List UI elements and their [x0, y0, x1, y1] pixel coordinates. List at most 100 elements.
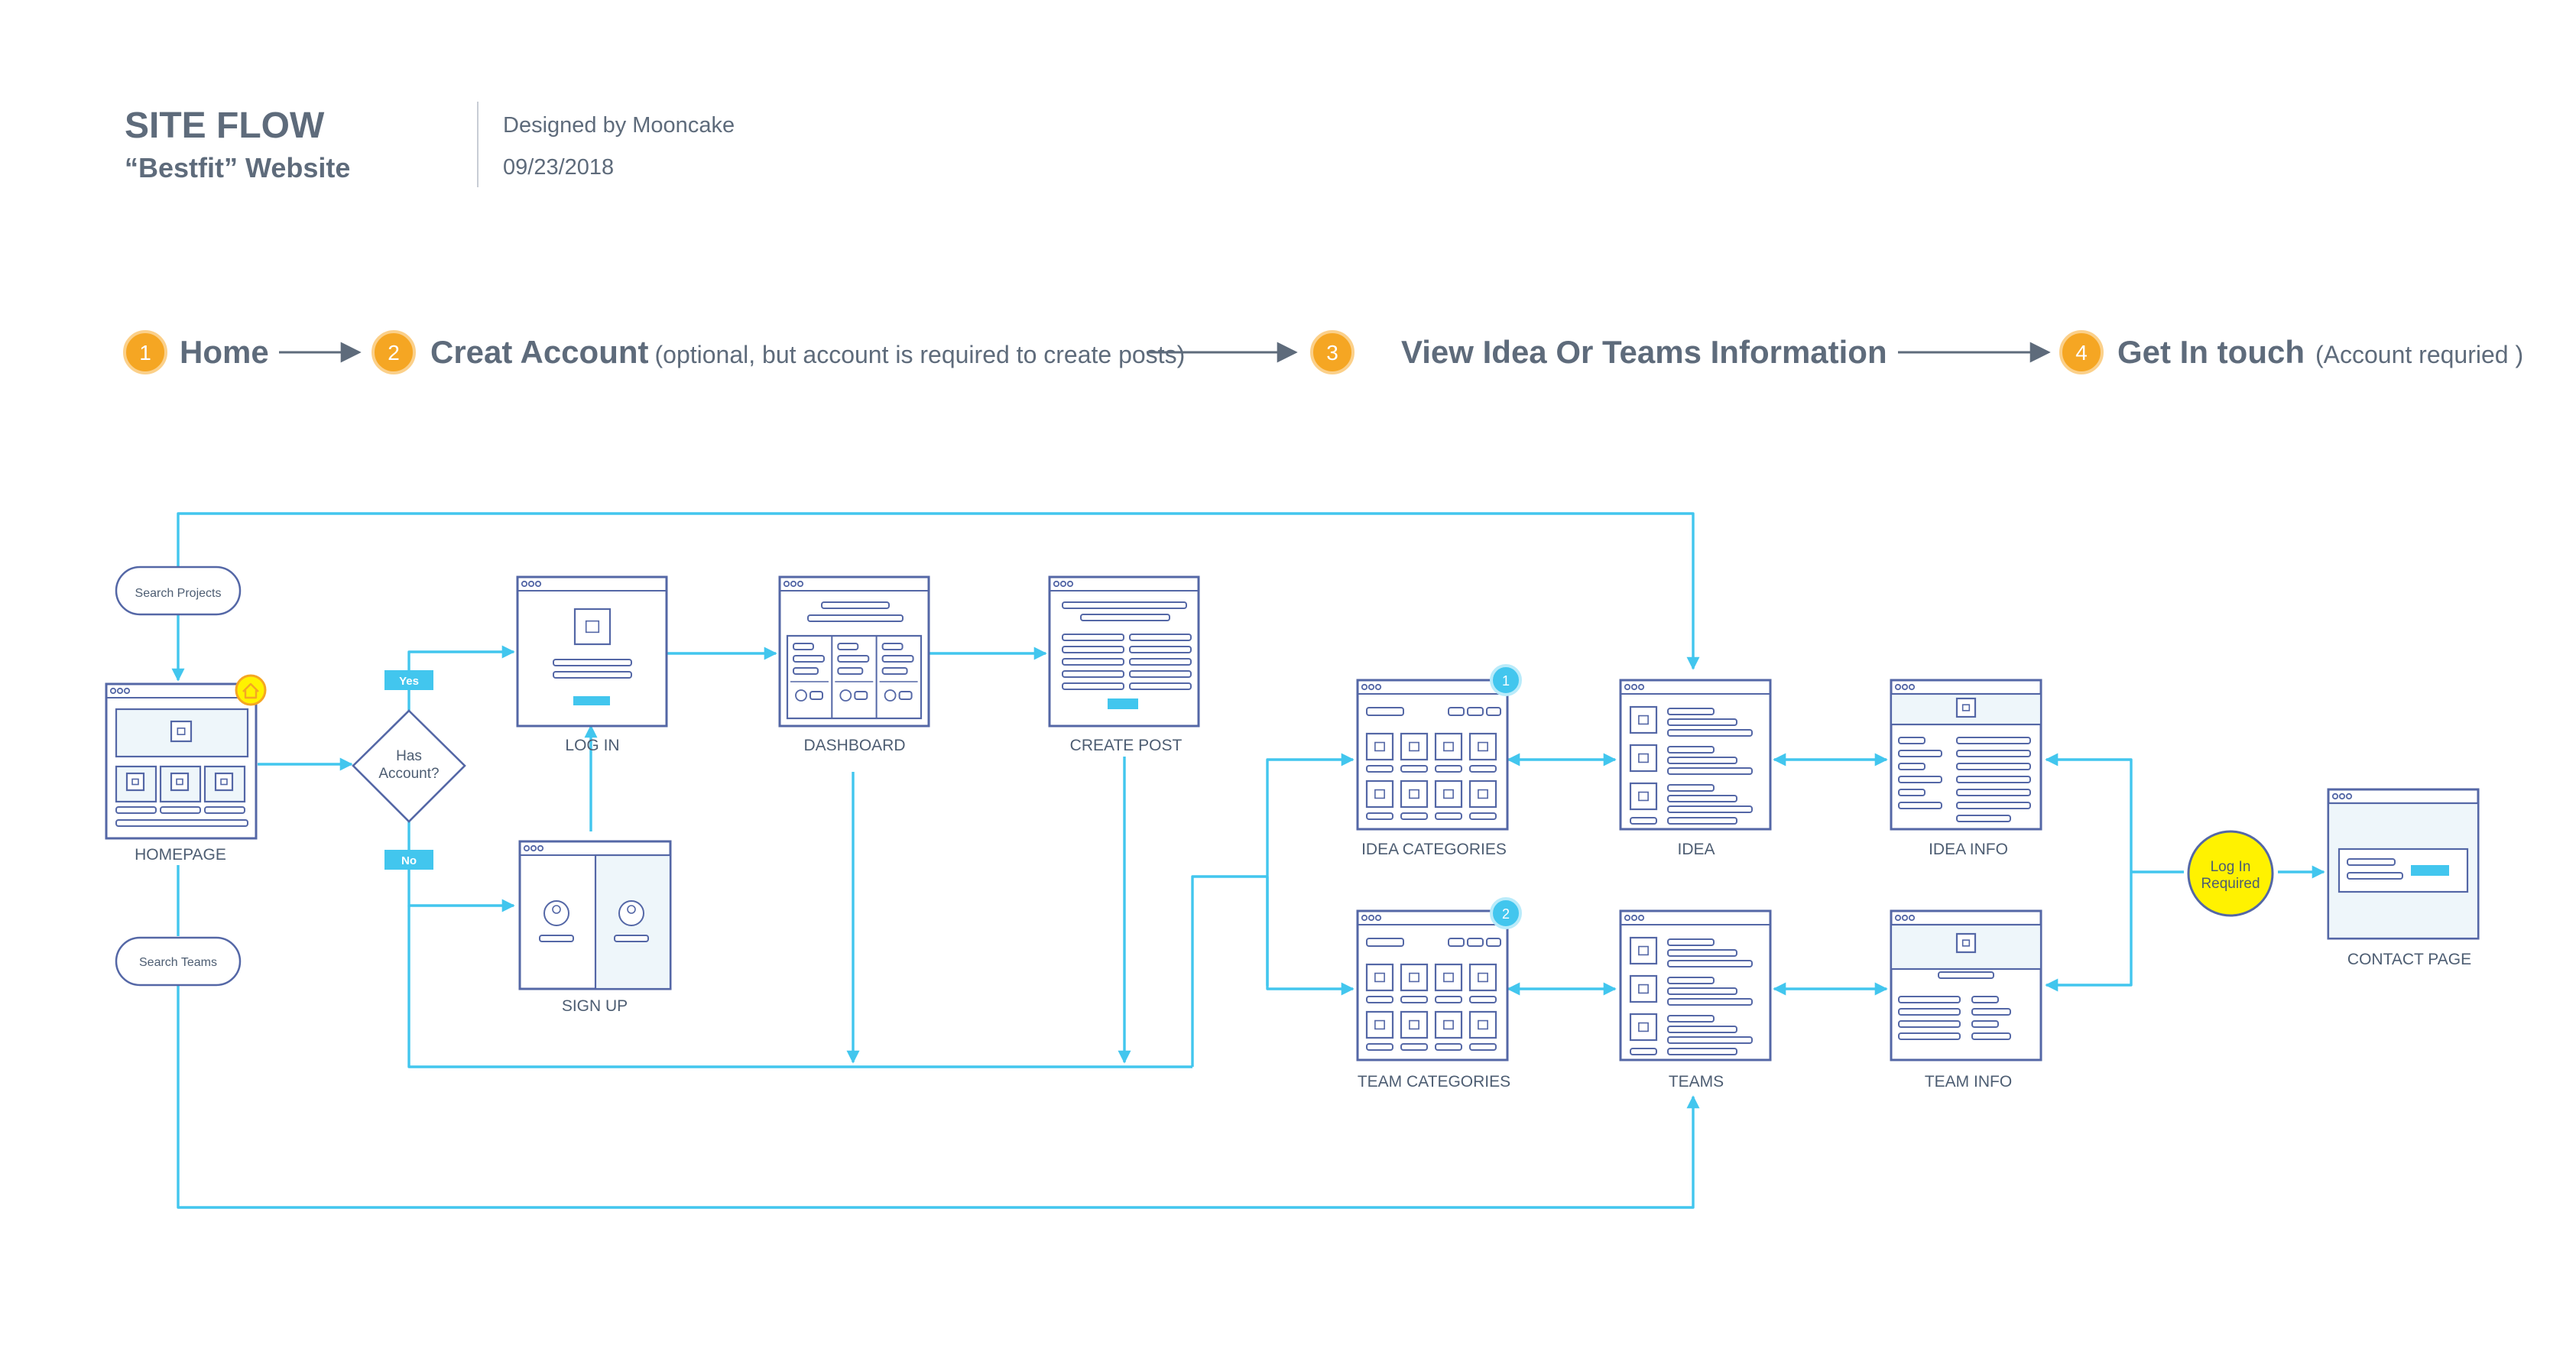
step-1-number: 1 [139, 341, 151, 365]
category-tile-icon [1374, 972, 1385, 983]
homepage-card-caption [160, 806, 201, 814]
idea-categories-wireframe [1356, 679, 1509, 831]
create-post-wireframe-window-dot [1059, 580, 1067, 588]
list-footer-line [1630, 817, 1657, 825]
contact-field [2347, 872, 2403, 880]
list-item-image-icon [1638, 715, 1649, 725]
idea-categories-badge: 1 [1490, 664, 1522, 696]
homepage-wireframe-frame [105, 682, 258, 840]
search-projects-pill[interactable]: Search Projects [115, 566, 242, 616]
login-label: LOG IN [565, 737, 619, 754]
category-header-chip [1448, 707, 1465, 716]
homepage-wireframe-window-dot [116, 687, 124, 695]
category-tile-caption [1400, 996, 1428, 1003]
connector-bus-to-categories [1191, 875, 1267, 1067]
category-tile [1468, 779, 1497, 809]
teams-list-wireframe-window-dot [1637, 914, 1645, 922]
list-item-line [1667, 998, 1753, 1006]
idea-info-image [1955, 697, 1977, 718]
step-4-circle [2059, 330, 2104, 374]
category-header-chip [1448, 938, 1465, 947]
team-info-line [1898, 1008, 1961, 1016]
text-line [793, 643, 814, 650]
login-required-line-1: Log In [2211, 859, 2251, 875]
category-header-chip [1486, 938, 1501, 947]
team-info-label: TEAM INFO [1925, 1073, 2012, 1091]
category-tile-icon [1443, 1019, 1454, 1030]
step-4-label: Get In touch(Account requried ) [2117, 334, 2523, 370]
list-item-image-icon [1638, 753, 1649, 763]
list-item-image [1629, 1013, 1658, 1042]
category-tile-caption [1400, 765, 1428, 773]
team-info-wireframe-window-dot [1901, 914, 1909, 922]
text-line [793, 667, 819, 675]
team-info-image [1955, 932, 1977, 954]
teams-label: TEAMS [1669, 1073, 1724, 1091]
dashboard-header-line [821, 601, 890, 609]
login-button [573, 696, 610, 705]
list-item-line [1667, 949, 1737, 957]
text-line [1062, 658, 1124, 666]
homepage-card-image [214, 772, 234, 792]
idea-info-body-line [1956, 750, 2031, 757]
idea-list-wireframe-window-dot [1637, 683, 1645, 691]
category-tile-caption [1435, 765, 1462, 773]
search-teams-pill[interactable]: Search Teams [115, 936, 242, 987]
text-line [1062, 670, 1124, 678]
text-line [837, 643, 859, 650]
decision-diamond [352, 709, 466, 823]
step-4: 4 Get In touch(Account requried ) [2059, 330, 2523, 374]
category-tile-icon [1374, 741, 1385, 752]
step-4-note: (Account requried ) [2315, 341, 2523, 368]
idea-info-label: IDEA INFO [1929, 841, 2008, 858]
design-date: 09/23/2018 [503, 155, 614, 180]
connector-team-info-to-gate [2045, 872, 2133, 992]
page-subtitle: “Bestfit” Website [125, 152, 350, 183]
text-line [1129, 646, 1192, 653]
login-required-circle [2187, 830, 2274, 917]
list-item-line [1667, 1036, 1753, 1044]
list-item-line [1667, 987, 1737, 995]
dashboard-wireframe-window-dot [790, 580, 797, 588]
flow-connectors [171, 512, 2325, 1209]
list-item-line [1667, 795, 1737, 802]
badge-2-circle [1490, 897, 1522, 929]
login-wireframe-window-dot [534, 580, 542, 588]
step-2-label: Creat Account(optional, but account is r… [430, 334, 1185, 370]
dashboard-chip [809, 691, 823, 700]
badge-2-number: 2 [1502, 906, 1510, 922]
list-item-image [1629, 782, 1658, 811]
contact-form [2338, 848, 2469, 893]
category-tile [1434, 779, 1463, 809]
step-1: 1 Home [123, 330, 269, 374]
list-item-image-icon [1638, 984, 1649, 994]
homepage-wireframe-window-dot [123, 687, 131, 695]
user-icon-head [552, 905, 561, 914]
search-teams-pill-shape [115, 936, 242, 987]
idea-categories-wireframe-window-dot [1367, 683, 1375, 691]
dashboard-chip [898, 691, 913, 700]
list-item-line [1667, 746, 1715, 754]
category-tile-icon [1443, 741, 1454, 752]
list-footer-line [1630, 1048, 1657, 1055]
list-item-image [1629, 936, 1658, 965]
idea-info-body-line [1956, 789, 2031, 796]
signup-wireframe-window-dot [523, 844, 530, 852]
no-tag: No [401, 854, 417, 867]
team-info-line [1971, 1008, 2011, 1016]
connector-search-teams-to-teams [177, 986, 1700, 1209]
homepage-label: HOMEPAGE [135, 846, 226, 864]
text-line [1129, 634, 1192, 641]
login-wireframe-window-dot [527, 580, 535, 588]
homepage-card-image-icon [176, 778, 183, 786]
create-post-wireframe [1048, 575, 1200, 728]
team-info-line [1898, 1032, 1961, 1040]
category-tile-icon [1409, 789, 1419, 799]
list-item-line [1667, 960, 1753, 967]
create-post-wireframe-window-dot [1053, 580, 1060, 588]
decision-line-1: Has [396, 748, 422, 764]
category-header-chip [1486, 707, 1501, 716]
category-tile-icon [1374, 1019, 1385, 1030]
user-icon [884, 689, 897, 702]
login-avatar [573, 608, 612, 646]
